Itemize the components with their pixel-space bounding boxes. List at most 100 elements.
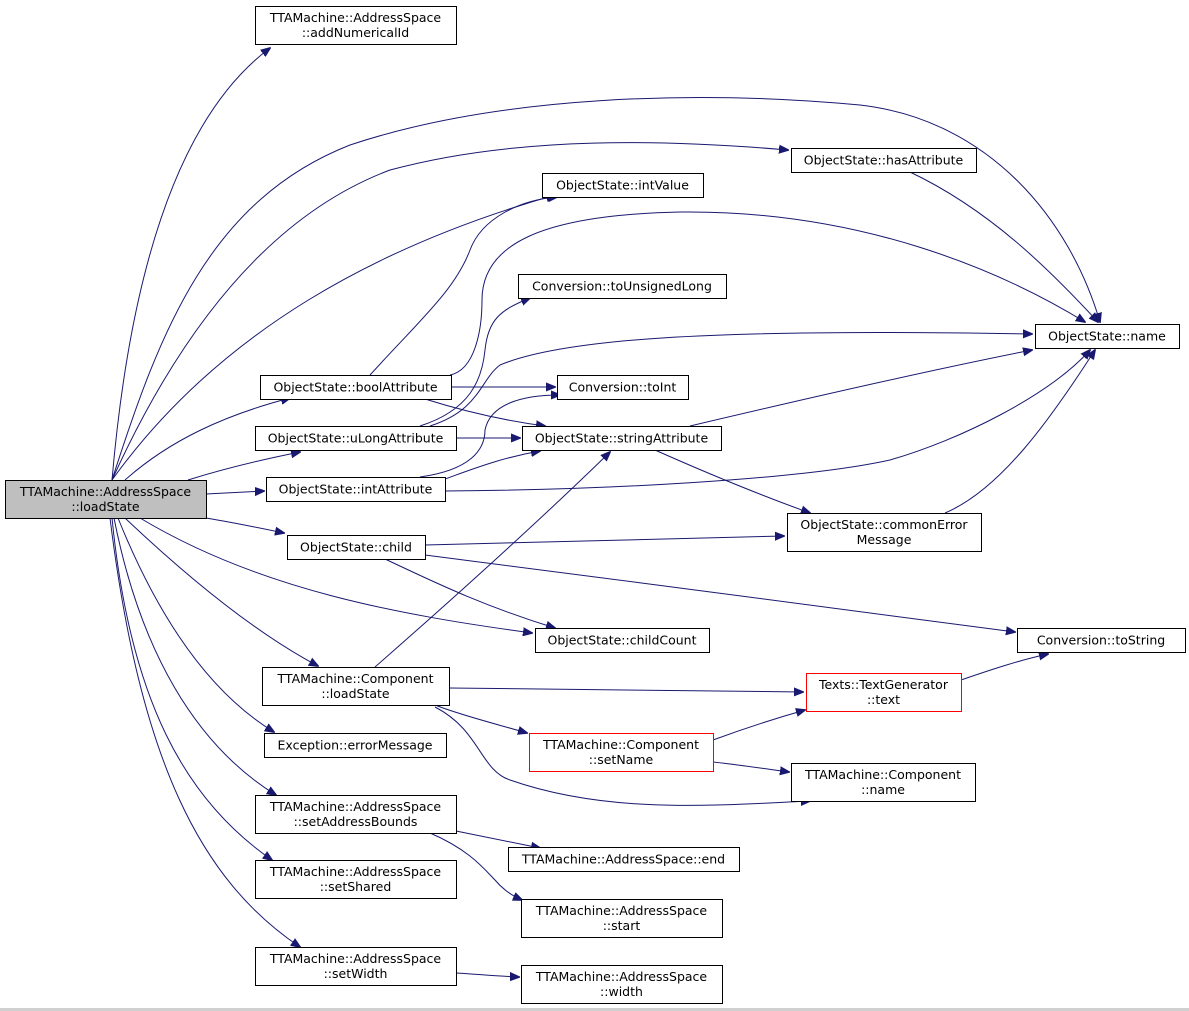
node-osName[interactable]: ObjectState::name: [1035, 324, 1180, 349]
node-child[interactable]: ObjectState::child: [287, 535, 426, 560]
node-box[interactable]: [787, 513, 982, 552]
node-textGen[interactable]: Texts::TextGenerator::text: [806, 673, 962, 712]
edge-compLoadState-to-compName: [434, 706, 810, 805]
node-errorMessage[interactable]: Exception::errorMessage: [264, 733, 447, 758]
edge-setName-to-compName: [712, 761, 789, 772]
node-label: ::width: [600, 984, 643, 999]
node-childCount[interactable]: ObjectState::childCount: [535, 628, 710, 653]
edge-stringAttribute-to-commonError: [654, 449, 810, 513]
edge-root-to-child: [205, 517, 284, 533]
node-box[interactable]: [542, 173, 704, 198]
node-boolAttribute[interactable]: ObjectState::boolAttribute: [260, 375, 452, 400]
edge-setAddressBounds-to-asEnd: [455, 830, 540, 848]
edge-child-to-commonError: [424, 536, 784, 546]
node-toString[interactable]: Conversion::toString: [1017, 628, 1186, 653]
node-asWidth[interactable]: TTAMachine::AddressSpace::width: [521, 965, 723, 1004]
node-box[interactable]: [791, 763, 976, 802]
edge-setName-to-textGen: [712, 710, 805, 741]
node-label: ObjectState::intValue: [556, 178, 689, 193]
edge-root-to-setWidth: [109, 517, 300, 947]
node-label: ::addNumericalId: [302, 25, 409, 40]
node-box[interactable]: [557, 375, 689, 400]
edge-uLongAttribute-to-toUnsignedLong: [419, 298, 530, 427]
node-box[interactable]: [535, 628, 710, 653]
edge-boolAttribute-to-osName: [449, 211, 1085, 376]
node-box[interactable]: [255, 426, 457, 451]
node-box[interactable]: [255, 947, 457, 986]
edge-root-to-boolAttribute: [124, 398, 290, 481]
node-label: ObjectState::stringAttribute: [535, 431, 709, 446]
edge-textGen-to-toString: [960, 654, 1048, 681]
node-label: ObjectState::uLongAttribute: [268, 431, 444, 446]
node-label: TTAMachine::AddressSpace: [535, 969, 708, 984]
node-box[interactable]: [521, 965, 723, 1004]
node-setWidth[interactable]: TTAMachine::AddressSpace::setWidth: [255, 947, 457, 986]
edge-root-to-osName: [111, 97, 1100, 481]
node-root[interactable]: TTAMachine::AddressSpace::loadState: [5, 480, 207, 519]
edge-root-to-errorMessage: [117, 517, 274, 732]
node-box[interactable]: [518, 274, 727, 299]
node-label: ::setName: [589, 752, 654, 767]
node-box[interactable]: [522, 426, 722, 451]
node-box[interactable]: [5, 480, 207, 519]
node-box[interactable]: [255, 795, 457, 834]
node-stringAttribute[interactable]: ObjectState::stringAttribute: [522, 426, 722, 451]
edge-root-to-intValue: [111, 195, 555, 481]
node-uLongAttribute[interactable]: ObjectState::uLongAttribute: [255, 426, 457, 451]
node-asStart[interactable]: TTAMachine::AddressSpace::start: [521, 899, 723, 938]
edge-root-to-uLongAttribute: [187, 452, 300, 481]
edge-commonError-to-osName: [944, 350, 1095, 514]
node-box[interactable]: [264, 733, 447, 758]
node-label: TTAMachine::Component: [277, 671, 434, 686]
node-box[interactable]: [287, 535, 426, 560]
node-box[interactable]: [1035, 324, 1180, 349]
edge-stringAttribute-to-osName: [689, 350, 1032, 427]
node-setShared[interactable]: TTAMachine::AddressSpace::setShared: [255, 860, 457, 899]
node-box[interactable]: [508, 847, 740, 872]
node-box[interactable]: [260, 375, 452, 400]
node-box[interactable]: [1017, 628, 1186, 653]
node-label: ::start: [603, 918, 641, 933]
node-hasAttribute[interactable]: ObjectState::hasAttribute: [791, 148, 977, 173]
node-box[interactable]: [806, 673, 962, 712]
edge-hasAttribute-to-osName: [909, 171, 1098, 322]
edges: [109, 48, 1100, 977]
node-setName[interactable]: TTAMachine::Component::setName: [529, 733, 714, 772]
edge-intAttribute-to-stringAttribute: [444, 451, 540, 480]
nodes: TTAMachine::AddressSpace::loadStateTTAMa…: [5, 6, 1186, 1004]
node-label: Conversion::toString: [1037, 633, 1165, 648]
node-label: TTAMachine::AddressSpace::end: [521, 852, 725, 867]
node-box[interactable]: [791, 148, 977, 173]
edge-setAddressBounds-to-asStart: [429, 832, 522, 900]
edge-root-to-setShared: [111, 517, 272, 860]
node-box[interactable]: [521, 899, 723, 938]
node-toUnsignedLong[interactable]: Conversion::toUnsignedLong: [518, 274, 727, 299]
node-addNumericalId[interactable]: TTAMachine::AddressSpace::addNumericalId: [255, 6, 457, 45]
node-label: TTAMachine::AddressSpace: [269, 799, 442, 814]
node-box[interactable]: [529, 733, 714, 772]
node-box[interactable]: [255, 6, 457, 45]
node-asEnd[interactable]: TTAMachine::AddressSpace::end: [508, 847, 740, 872]
node-compName[interactable]: TTAMachine::Component::name: [791, 763, 976, 802]
node-toInt[interactable]: Conversion::toInt: [557, 375, 689, 400]
node-setAddressBounds[interactable]: TTAMachine::AddressSpace::setAddressBoun…: [255, 795, 457, 834]
node-label: ObjectState::boolAttribute: [273, 380, 437, 395]
node-label: Exception::errorMessage: [278, 738, 433, 753]
edge-child-to-toString: [424, 554, 1015, 632]
node-intValue[interactable]: ObjectState::intValue: [542, 173, 704, 198]
node-box[interactable]: [255, 860, 457, 899]
node-label: ObjectState::intAttribute: [279, 482, 433, 497]
edge-boolAttribute-to-intValue: [369, 197, 557, 376]
edge-compLoadState-to-setName: [434, 704, 527, 733]
node-box[interactable]: [266, 477, 446, 502]
node-label: ::setWidth: [324, 966, 388, 981]
node-label: ::loadState: [71, 499, 140, 514]
edge-intAttribute-to-osName: [444, 350, 1090, 492]
node-label: Texts::TextGenerator: [818, 677, 949, 692]
node-label: ::loadState: [321, 686, 390, 701]
node-box[interactable]: [262, 667, 450, 706]
node-intAttribute[interactable]: ObjectState::intAttribute: [266, 477, 446, 502]
edge-setWidth-to-asWidth: [455, 973, 519, 977]
node-compLoadState[interactable]: TTAMachine::Component::loadState: [262, 667, 450, 706]
